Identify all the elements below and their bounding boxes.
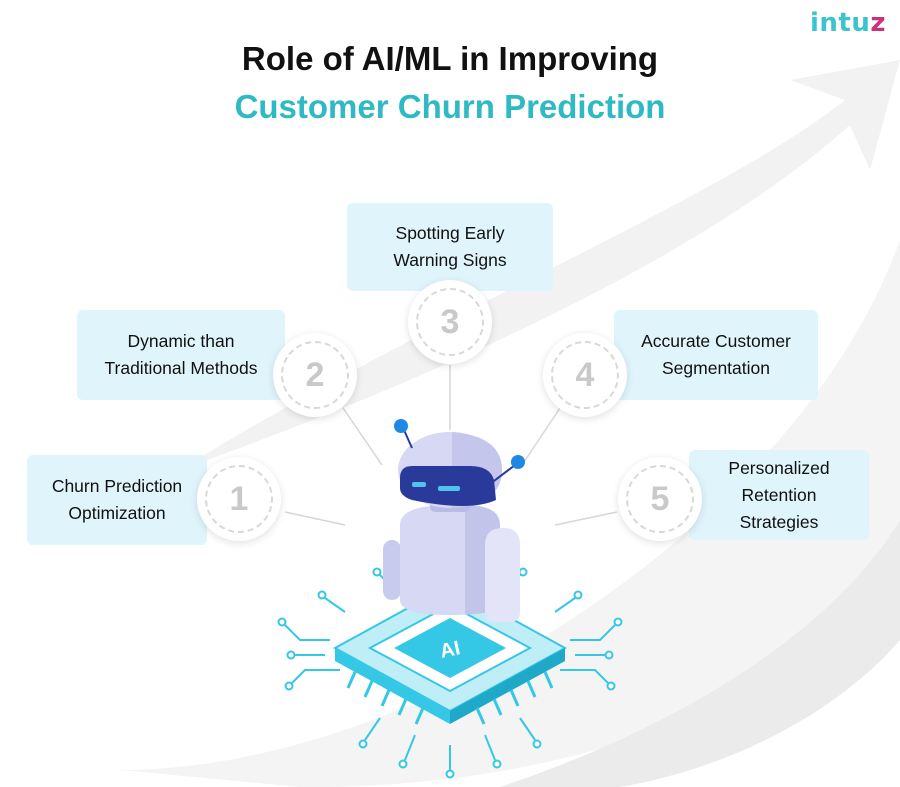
step-1-box: Churn Prediction Optimization: [27, 455, 207, 545]
step-1-label: Churn Prediction Optimization: [51, 476, 183, 523]
title-line-2: Customer Churn Prediction: [234, 88, 666, 125]
step-5-box: Personalized Retention Strategies: [689, 450, 869, 540]
circuit-traces: [277, 567, 623, 779]
step-2-badge: 2: [273, 333, 357, 417]
step-3-number: 3: [440, 302, 460, 341]
robot: [383, 419, 525, 622]
step-3-box: Spotting Early Warning Signs: [347, 203, 553, 291]
step-2-number: 2: [305, 355, 325, 394]
step-1-badge: 1: [197, 457, 281, 541]
step-5-number: 5: [650, 479, 670, 518]
step-5-label: Personalized Retention Strategies: [728, 457, 830, 532]
step-4-box: Accurate Customer Segmentation: [614, 310, 818, 400]
step-4-number: 4: [575, 355, 595, 394]
intuz-logo: intuz: [809, 8, 886, 38]
step-2-label: Dynamic than Traditional Methods: [104, 331, 258, 378]
step-3-badge: 3: [408, 280, 492, 364]
title-line-1: Role of AI/ML in Improving: [241, 40, 659, 77]
step-1-number: 1: [229, 479, 249, 518]
chip-ai-label: AI: [438, 637, 462, 663]
step-5-badge: 5: [618, 457, 702, 541]
step-2-box: Dynamic than Traditional Methods: [77, 310, 285, 400]
step-3-label: Spotting Early Warning Signs: [393, 223, 507, 270]
step-4-badge: 4: [543, 333, 627, 417]
chip: [332, 583, 568, 725]
step-4-label: Accurate Customer Segmentation: [641, 331, 791, 378]
